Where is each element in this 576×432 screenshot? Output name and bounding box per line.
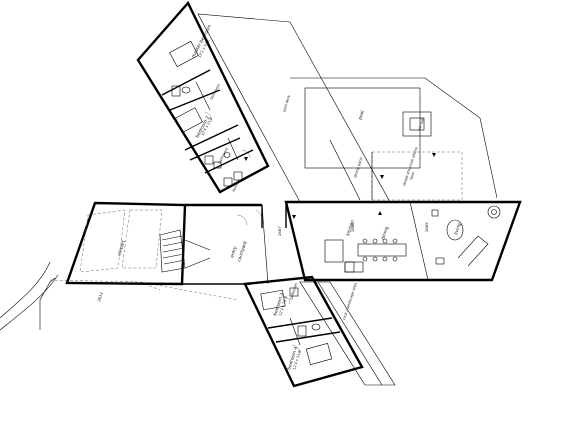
carport xyxy=(65,201,211,286)
label-kitchen: kitchen xyxy=(345,219,356,236)
label-dining-patio: dining patio xyxy=(353,157,363,179)
sink-fixture xyxy=(181,86,191,94)
section-markers xyxy=(244,153,436,219)
label-bathroom-lower: bathroom xyxy=(289,282,298,300)
stair xyxy=(159,229,211,273)
dimension-2665: 2665 xyxy=(424,222,429,232)
label-laundry: laundry xyxy=(231,178,241,193)
master-bed xyxy=(169,40,199,68)
fireplace xyxy=(487,205,501,219)
site-context xyxy=(0,13,498,386)
dining-chairs xyxy=(362,238,398,262)
label-pool-deck: pool deck xyxy=(282,94,291,113)
label-bedroom-3-size: 12'4 x 11'8 xyxy=(278,295,288,316)
label-entry: entry xyxy=(229,245,238,258)
driveway-curve xyxy=(0,261,51,319)
dimension-labels: 2667 2666 2665 2613 xyxy=(96,222,429,303)
sofa xyxy=(457,235,489,267)
dimension-2666: 2666 xyxy=(350,222,355,232)
label-courtyard: courtyard xyxy=(236,240,248,262)
label-pool: pool xyxy=(357,110,366,121)
toilet-fixture xyxy=(171,85,181,97)
bed-3 xyxy=(260,289,286,311)
central-spine xyxy=(182,203,287,285)
dimension-2613: 2613 xyxy=(96,291,104,302)
dining-table xyxy=(357,243,407,257)
label-rock-landscape-area: rock / landscape area xyxy=(342,282,358,320)
label-bedroom-4-size: 12'4 x 11'9 xyxy=(292,349,302,370)
dimension-2667: 2667 xyxy=(277,226,282,236)
label-lawn: lawn xyxy=(409,171,415,180)
living-wing xyxy=(284,200,522,282)
shade-structure-outline xyxy=(371,151,463,201)
label-bathroom-upper-2: bathroom xyxy=(217,147,229,165)
label-living: living xyxy=(453,222,462,235)
label-dining: dining xyxy=(380,226,390,241)
room-labels: master bedroom 13'2 x 12'2 bedroom 2 12'… xyxy=(116,24,462,371)
kitchen-island xyxy=(324,239,344,263)
upper-wing xyxy=(136,0,270,194)
bed-2 xyxy=(175,107,203,133)
bed-4 xyxy=(305,343,333,365)
coffee-table xyxy=(446,219,464,241)
lower-wing xyxy=(243,275,364,388)
pool-outline xyxy=(304,87,421,169)
label-carport: carport xyxy=(116,239,127,256)
label-hot-tub: hot tub xyxy=(417,117,425,131)
label-bathroom-upper: bathroom xyxy=(209,83,221,101)
hot-tub-outline xyxy=(402,111,432,137)
